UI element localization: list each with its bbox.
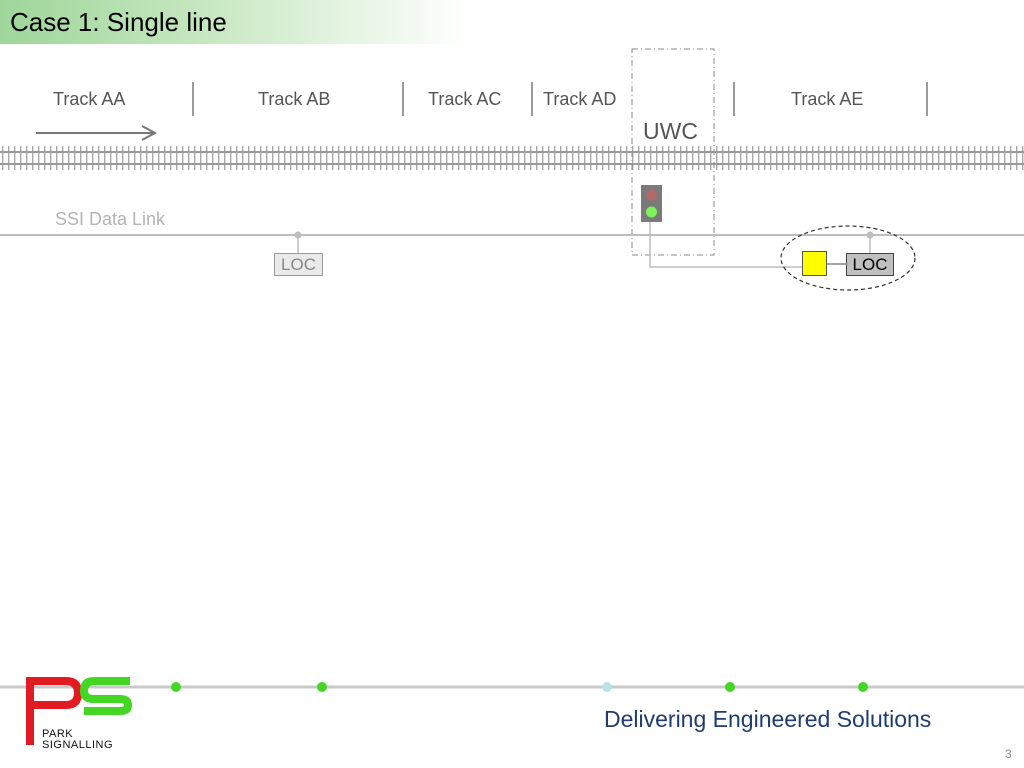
track-divider <box>531 82 533 116</box>
uwc-label: UWC <box>643 118 698 144</box>
track-label-ac: Track AC <box>428 89 502 109</box>
uwc-boundary <box>631 48 715 256</box>
logo-text-signalling: SIGNALLING <box>42 739 114 751</box>
signal-wiring <box>649 222 847 268</box>
loc-box-2: LOC <box>846 253 894 276</box>
footer-line <box>0 682 1024 692</box>
ssi-data-link-line <box>0 231 1024 253</box>
signal-head-icon <box>641 185 662 222</box>
logo-text-park: PARK <box>42 728 74 740</box>
track-label-aa: Track AA <box>53 89 126 109</box>
track-label-ad: Track AD <box>543 89 617 109</box>
track-label-ab: Track AB <box>258 89 331 109</box>
page-number: 3 <box>1005 747 1012 761</box>
track-divider <box>402 82 404 116</box>
tagline: Delivering Engineered Solutions <box>604 706 932 732</box>
direction-arrow-icon <box>36 125 158 141</box>
loc-box-1: LOC <box>274 253 323 276</box>
page-title: Case 1: Single line <box>10 7 227 37</box>
park-signalling-logo <box>26 677 132 745</box>
track-divider <box>733 82 735 116</box>
title-band <box>0 0 470 44</box>
highlight-ellipse <box>780 225 916 291</box>
ssi-data-link-label: SSI Data Link <box>55 209 166 229</box>
railway-track <box>0 144 1024 172</box>
yellow-indicator <box>802 251 827 276</box>
track-divider <box>192 82 194 116</box>
track-divider <box>926 82 928 116</box>
track-label-ae: Track AE <box>791 89 864 109</box>
